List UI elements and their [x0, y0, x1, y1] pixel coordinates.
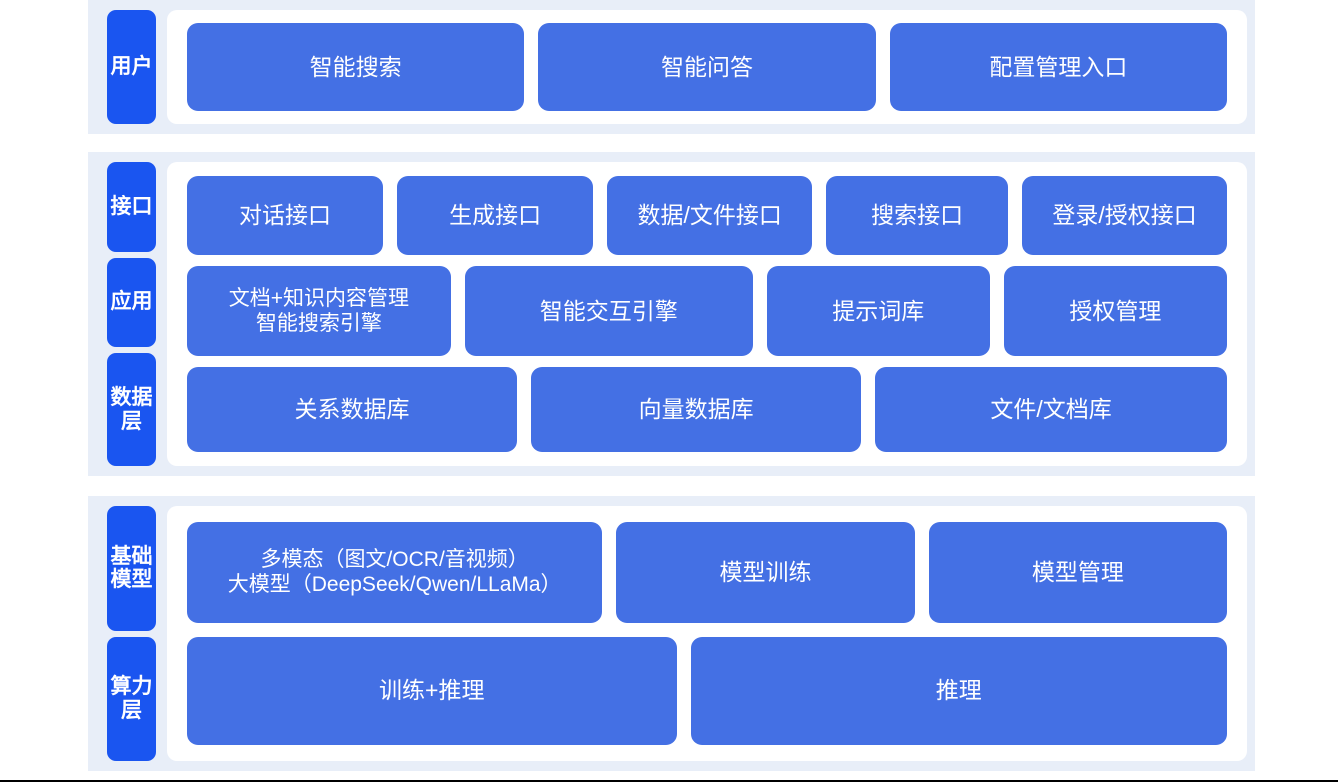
vertical-tab-compute-layer[interactable]: 算力层	[107, 636, 156, 761]
panel-foundation: 多模态（图文/OCR/音视频） 大模型（DeepSeek/Qwen/LLaMa）…	[167, 506, 1247, 761]
box-authorization-management[interactable]: 授权管理	[1003, 265, 1227, 357]
box-file-document-store[interactable]: 文件/文档库	[875, 367, 1227, 453]
tab-column-users: 用户	[88, 10, 156, 124]
box-prompt-library[interactable]: 提示词库	[766, 265, 990, 357]
box-model-management[interactable]: 模型管理	[928, 522, 1227, 623]
box-multimodal-large-model[interactable]: 多模态（图文/OCR/音视频） 大模型（DeepSeek/Qwen/LLaMa）	[187, 522, 603, 623]
row-compute: 训练+推理 推理	[187, 636, 1227, 745]
row-user-entries: 智能搜索 智能问答 配置管理入口	[187, 23, 1227, 111]
box-smart-interaction-engine[interactable]: 智能交互引擎	[464, 265, 753, 357]
box-relational-database[interactable]: 关系数据库	[187, 367, 518, 453]
panel-platform: 对话接口 生成接口 数据/文件接口 搜索接口 登录/授权接口 文档+知识内容管理…	[167, 162, 1247, 466]
box-generation-api[interactable]: 生成接口	[397, 176, 594, 255]
section-platform: 接口 应用 数据层 对话接口 生成接口 数据/文件接口 搜索接口 登录/授权接口…	[88, 152, 1255, 476]
box-document-knowledge-management[interactable]: 文档+知识内容管理 智能搜索引擎	[187, 265, 451, 357]
vertical-tab-application[interactable]: 应用	[107, 257, 156, 347]
box-config-management-entry[interactable]: 配置管理入口	[889, 23, 1227, 111]
bottom-divider	[0, 780, 1338, 782]
box-smart-search[interactable]: 智能搜索	[187, 23, 525, 111]
box-training-inference[interactable]: 训练+推理	[187, 636, 677, 745]
row-interface: 对话接口 生成接口 数据/文件接口 搜索接口 登录/授权接口	[187, 176, 1228, 255]
box-data-file-api[interactable]: 数据/文件接口	[607, 176, 813, 255]
tab-column-foundation: 基础模型 算力层	[88, 506, 156, 761]
row-data-layer: 关系数据库 向量数据库 文件/文档库	[187, 367, 1227, 453]
section-foundation: 基础模型 算力层 多模态（图文/OCR/音视频） 大模型（DeepSeek/Qw…	[88, 496, 1255, 771]
box-smart-qa[interactable]: 智能问答	[538, 23, 876, 111]
vertical-tab-interface[interactable]: 接口	[107, 162, 156, 252]
vertical-tab-data-layer[interactable]: 数据层	[107, 353, 156, 467]
box-model-training[interactable]: 模型训练	[616, 522, 915, 623]
tab-column-platform: 接口 应用 数据层	[88, 162, 156, 467]
box-dialog-api[interactable]: 对话接口	[187, 176, 384, 255]
box-inference[interactable]: 推理	[690, 636, 1227, 745]
section-users: 用户 智能搜索 智能问答 配置管理入口	[88, 0, 1255, 134]
box-login-auth-api[interactable]: 登录/授权接口	[1022, 176, 1228, 255]
box-vector-database[interactable]: 向量数据库	[531, 367, 862, 453]
box-search-api[interactable]: 搜索接口	[826, 176, 1009, 255]
row-application: 文档+知识内容管理 智能搜索引擎 智能交互引擎 提示词库 授权管理	[187, 265, 1227, 357]
vertical-tab-foundation-model[interactable]: 基础模型	[107, 506, 156, 631]
panel-users: 智能搜索 智能问答 配置管理入口	[167, 10, 1247, 124]
vertical-tab-user[interactable]: 用户	[107, 10, 156, 124]
row-model: 多模态（图文/OCR/音视频） 大模型（DeepSeek/Qwen/LLaMa）…	[187, 522, 1227, 623]
